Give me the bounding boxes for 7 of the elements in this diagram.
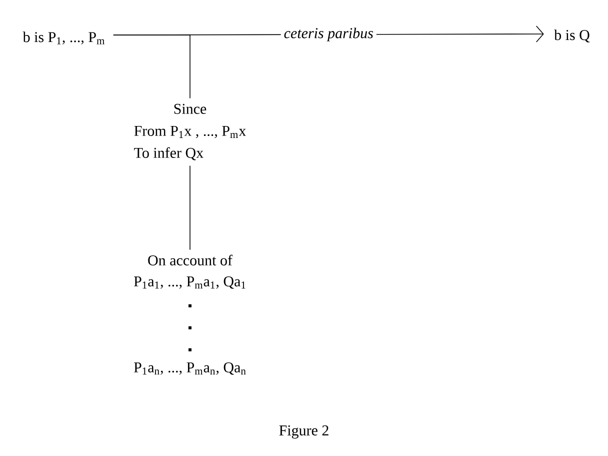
connector-line	[112, 34, 190, 99]
statement-text: b is P$_{1}$, ..., P$_{m}$	[22, 32, 104, 44]
evidence-text: On account of P$_{1}$a$_{1}$, ..., P$_{m}$a$_{1}$, Qa$_{1}$ P$_{1}$a$_{n}$, ..., P$_{m}$a$_{n}$, Qa$_{n}$	[134, 254, 246, 375]
edge-label: ceteris paribus	[280, 24, 376, 44]
reasoning-text: Since From P$_{1}$x , ..., P$_{m}$x To infer Qx	[134, 104, 246, 160]
statement-text: b is Q	[554, 30, 590, 42]
figure-caption: Figure 2	[279, 425, 328, 439]
